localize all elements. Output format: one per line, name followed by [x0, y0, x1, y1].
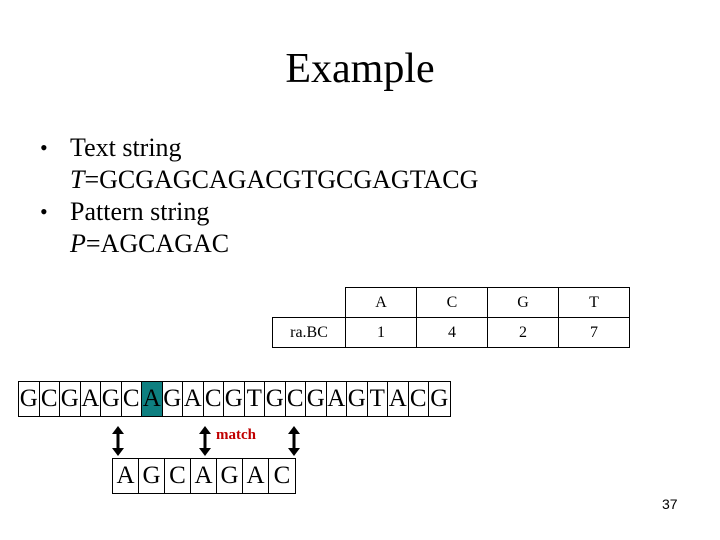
- text-char-cell: C: [204, 382, 224, 416]
- text-char-cell: T: [368, 382, 388, 416]
- match-label: match: [216, 427, 256, 443]
- text-char-cell: T: [245, 382, 265, 416]
- ra-table-value-row: ra.BC 1 4 2 7: [272, 317, 630, 348]
- ra-value-cell: 2: [487, 317, 559, 348]
- bullet-dot: •: [40, 135, 48, 160]
- ra-header-cell: T: [558, 287, 630, 318]
- slide-title: Example: [285, 46, 435, 92]
- ra-header-cell: G: [487, 287, 559, 318]
- bullet-dot: •: [40, 199, 48, 224]
- text-char-cell-highlighted: A: [142, 382, 163, 416]
- bullet-label: Pattern string: [70, 197, 210, 226]
- ra-value-cell: 4: [416, 317, 488, 348]
- pattern-char-cell: C: [165, 459, 191, 493]
- text-char-cell: G: [430, 385, 449, 412]
- ra-value-cell: 7: [558, 317, 630, 348]
- double-arrow-icon: [112, 426, 124, 456]
- double-arrow-icon: [288, 426, 300, 456]
- text-value: =GCGAGCAGACGTGCGAGTACG: [84, 165, 479, 194]
- text-char-cell: G: [306, 382, 327, 416]
- text-char-cell: G: [224, 382, 245, 416]
- text-char-cell: G: [265, 382, 286, 416]
- text-char-cell: A: [388, 382, 409, 416]
- pattern-var: P: [70, 229, 86, 258]
- text-char-cell: G: [163, 382, 183, 416]
- text-char-cell: A: [183, 382, 204, 416]
- page-number: 37: [662, 496, 678, 512]
- pattern-char-cell: A: [113, 459, 139, 493]
- ra-header-cell: C: [416, 287, 488, 318]
- ra-bc-table: A C G T ra.BC 1 4 2 7: [272, 287, 630, 348]
- pattern-char-cell: A: [191, 459, 217, 493]
- text-var: T: [70, 165, 85, 194]
- pattern-char-cell: C: [273, 462, 291, 489]
- double-arrow-icon: [199, 426, 211, 456]
- text-char-cell: C: [286, 382, 306, 416]
- ra-header-cell: A: [345, 287, 417, 318]
- bullet-label: Text string: [70, 133, 182, 162]
- pattern-char-cell: G: [139, 459, 165, 493]
- ra-value-cell: 1: [345, 317, 417, 348]
- text-char-cell: G: [347, 382, 368, 416]
- text-char-cell: C: [409, 382, 429, 416]
- text-char-cell: G: [101, 382, 122, 416]
- text-char-cell: A: [81, 382, 101, 416]
- text-char-cell: A: [327, 382, 347, 416]
- pattern-value: =AGCAGAC: [85, 229, 230, 258]
- text-char-cell: G: [19, 382, 40, 416]
- text-char-cell: C: [122, 382, 142, 416]
- ra-row-label: ra.BC: [272, 317, 346, 348]
- pattern-char-cell: G: [217, 459, 243, 493]
- text-char-cell: G: [60, 382, 81, 416]
- ra-table-header-row: A C G T: [272, 287, 630, 318]
- pattern-char-cell: A: [243, 459, 269, 493]
- text-char-cell: C: [40, 382, 60, 416]
